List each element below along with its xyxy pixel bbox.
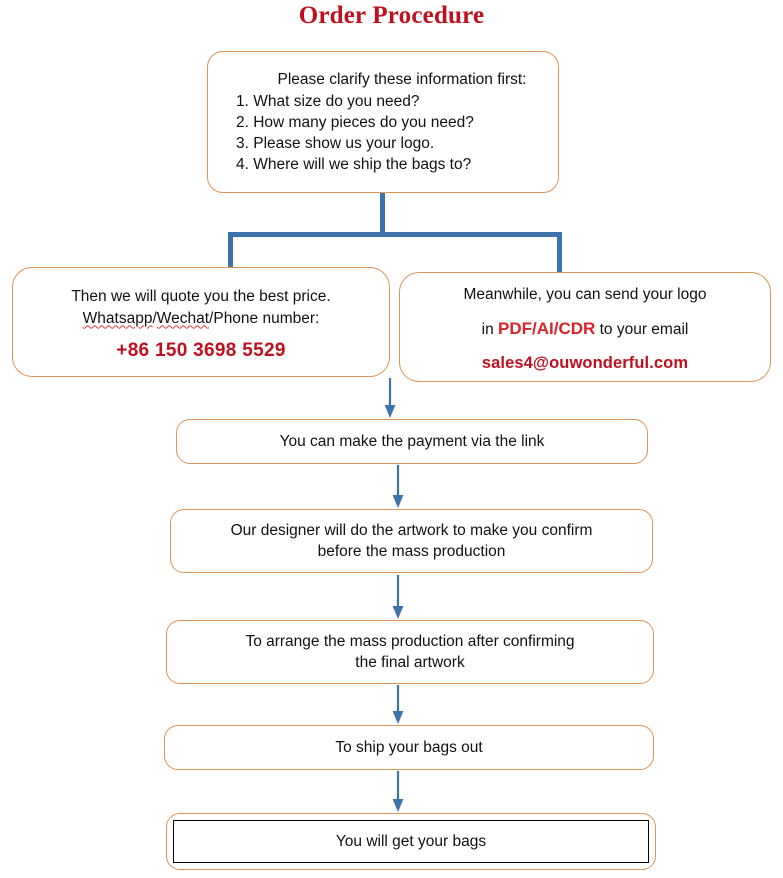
intro-box: Please clarify these information first: … <box>207 51 559 193</box>
intro-headline: Please clarify these information first: <box>277 71 527 88</box>
step-final-box: You will get your bags <box>166 813 656 870</box>
quote-sep-1: / <box>152 309 157 327</box>
page-title: Order Procedure <box>298 2 485 29</box>
connector-split-left-drop <box>228 232 233 270</box>
arrow-to-designer <box>392 465 404 508</box>
step-mass-production-line-2: the final artwork <box>355 654 465 671</box>
intro-question-4: 4. Where will we ship the bags to? <box>236 156 472 173</box>
file-formats-text: PDF/AI/CDR <box>498 318 596 338</box>
step-mass-production-line-1: To arrange the mass production after con… <box>245 633 575 650</box>
connector-split-right-drop <box>557 232 562 273</box>
step-designer-line-1: Our designer will do the artwork to make… <box>230 522 593 539</box>
quote-box: Then we will quote you the best price. W… <box>12 267 390 377</box>
arrow-to-payment <box>384 378 396 418</box>
intro-question-1: 1. What size do you need? <box>236 93 420 110</box>
quote-phone-label: /Phone number: <box>209 309 320 327</box>
step-mass-production-box: To arrange the mass production after con… <box>166 620 654 684</box>
step-ship-text: To ship your bags out <box>335 739 483 756</box>
connector-split-bar <box>228 232 562 237</box>
step-designer-line-2: before the mass production <box>317 543 506 560</box>
email-address[interactable]: sales4@ouwonderful.com <box>481 353 689 372</box>
final-inner-frame: You will get your bags <box>173 820 649 863</box>
logo-line-2-prefix: in <box>481 320 499 338</box>
quote-wechat-text: Wechat <box>156 309 210 327</box>
intro-question-3: 3. Please show us your logo. <box>236 135 435 152</box>
step-final-text: You will get your bags <box>335 833 487 850</box>
arrow-to-shipping <box>392 685 404 724</box>
connector-split-stem <box>380 192 385 235</box>
phone-number[interactable]: +86 150 3698 5529 <box>116 339 286 361</box>
quote-whatsapp-text: Whatsapp <box>82 309 153 327</box>
arrow-to-final <box>392 771 404 812</box>
step-payment-box: You can make the payment via the link <box>176 419 648 464</box>
step-ship-box: To ship your bags out <box>164 725 654 770</box>
logo-line-1: Meanwhile, you can send your logo <box>463 285 707 303</box>
logo-line-2-suffix: to your email <box>595 320 689 338</box>
quote-line-1: Then we will quote you the best price. <box>71 287 331 305</box>
logo-line-2: in PDF/AI/CDR to your email <box>482 318 689 340</box>
quote-line-2: Whatsapp/Wechat/Phone number: <box>83 308 320 329</box>
step-designer-box: Our designer will do the artwork to make… <box>170 509 653 573</box>
logo-box: Meanwhile, you can send your logo in PDF… <box>399 272 771 382</box>
intro-question-2: 2. How many pieces do you need? <box>236 114 474 131</box>
step-payment-text: You can make the payment via the link <box>279 433 545 450</box>
arrow-to-mass-production <box>392 575 404 619</box>
